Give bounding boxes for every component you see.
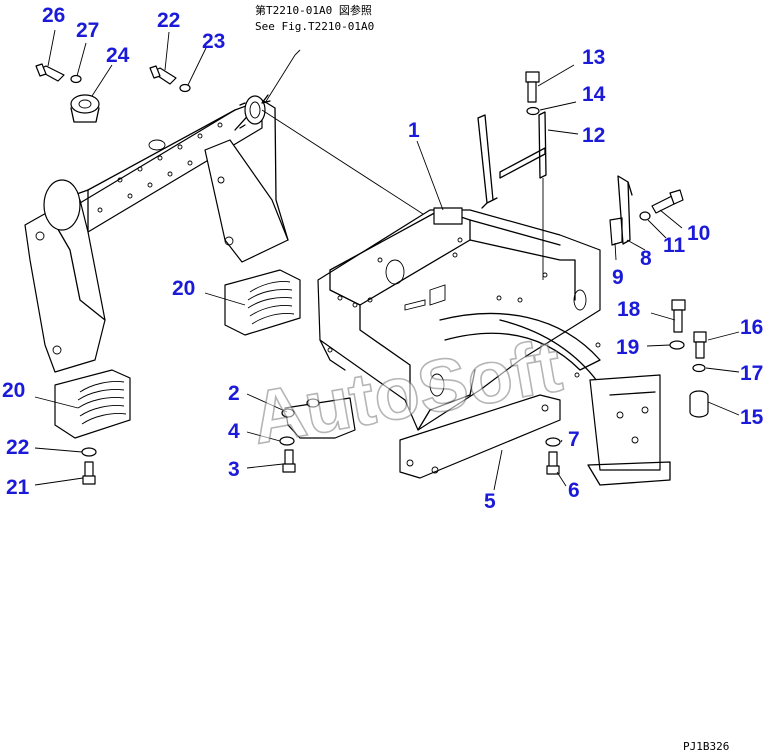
callout-numbers: 26 27 24 22 23 1 13 14 12 10 11 8 9 18 1… bbox=[2, 4, 764, 513]
bolt-part-23 bbox=[149, 65, 177, 85]
callout-25: 24 bbox=[106, 44, 130, 67]
bolt-part-26 bbox=[35, 63, 65, 82]
clip-part-9 bbox=[609, 217, 623, 246]
callout-21: 21 bbox=[6, 476, 30, 499]
callout-11: 11 bbox=[663, 234, 686, 257]
washer-part-11 bbox=[639, 211, 651, 221]
reference-note-jp: 第T2210-01A0 図参照 bbox=[255, 3, 372, 17]
leader-lines bbox=[34, 29, 740, 491]
callout-2: 2 bbox=[228, 382, 240, 405]
callout-13: 13 bbox=[582, 46, 605, 69]
callout-15: 15 bbox=[740, 406, 764, 429]
washer-part-24 bbox=[179, 83, 191, 93]
callout-9: 9 bbox=[612, 266, 624, 289]
bolt-part-10 bbox=[651, 189, 684, 214]
bottom-plate-part bbox=[399, 394, 561, 479]
drawing-code: PJ1B326 bbox=[683, 740, 729, 753]
callout-14: 14 bbox=[582, 83, 606, 106]
callout-23: 22 bbox=[157, 9, 180, 32]
mesh-plate-part-20-upper bbox=[224, 269, 301, 336]
callout-22: 22 bbox=[6, 436, 29, 459]
washer-part-7 bbox=[545, 437, 561, 447]
washer-part-17 bbox=[692, 363, 706, 373]
callout-16: 16 bbox=[740, 316, 763, 339]
callout-24: 23 bbox=[202, 30, 225, 53]
reference-note-en: See Fig.T2210-01A0 bbox=[255, 20, 374, 33]
spacer-part-15 bbox=[689, 390, 709, 418]
callout-1: 1 bbox=[408, 119, 420, 142]
cover-plate-part bbox=[70, 94, 100, 123]
callout-20-lower: 20 bbox=[2, 379, 25, 402]
bolt-part-3 bbox=[282, 449, 296, 473]
callout-18: 18 bbox=[617, 298, 641, 321]
bolt-part-13 bbox=[525, 71, 540, 103]
callout-6: 6 bbox=[568, 479, 580, 502]
main-frame-part bbox=[317, 207, 671, 486]
callout-12: 12 bbox=[582, 124, 605, 147]
bracket-part-12 bbox=[477, 111, 547, 209]
bolt-part-21 bbox=[82, 461, 96, 485]
callout-4: 4 bbox=[228, 420, 240, 443]
mesh-plate-part-20-lower bbox=[54, 369, 131, 439]
washer-part-19 bbox=[669, 340, 685, 350]
callout-7: 7 bbox=[568, 428, 580, 451]
callout-19: 19 bbox=[616, 336, 639, 359]
bolt-part-18 bbox=[671, 299, 686, 333]
callout-10: 10 bbox=[687, 222, 710, 245]
bolt-part-6 bbox=[546, 451, 560, 475]
bracket-part-8 bbox=[617, 175, 633, 245]
cover-part-2 bbox=[281, 397, 356, 439]
washer-part-27 bbox=[70, 74, 82, 84]
bolt-part-16 bbox=[693, 331, 707, 359]
callout-26: 26 bbox=[42, 4, 65, 27]
callout-8: 8 bbox=[640, 247, 652, 270]
washer-part-22 bbox=[81, 447, 97, 457]
washer-part-14 bbox=[526, 106, 540, 116]
loader-frame-part bbox=[24, 63, 289, 373]
callout-20-upper: 20 bbox=[172, 277, 195, 300]
callout-5: 5 bbox=[484, 490, 496, 513]
callout-3: 3 bbox=[228, 458, 240, 481]
callout-17: 17 bbox=[740, 362, 763, 385]
callout-27: 27 bbox=[76, 19, 99, 42]
